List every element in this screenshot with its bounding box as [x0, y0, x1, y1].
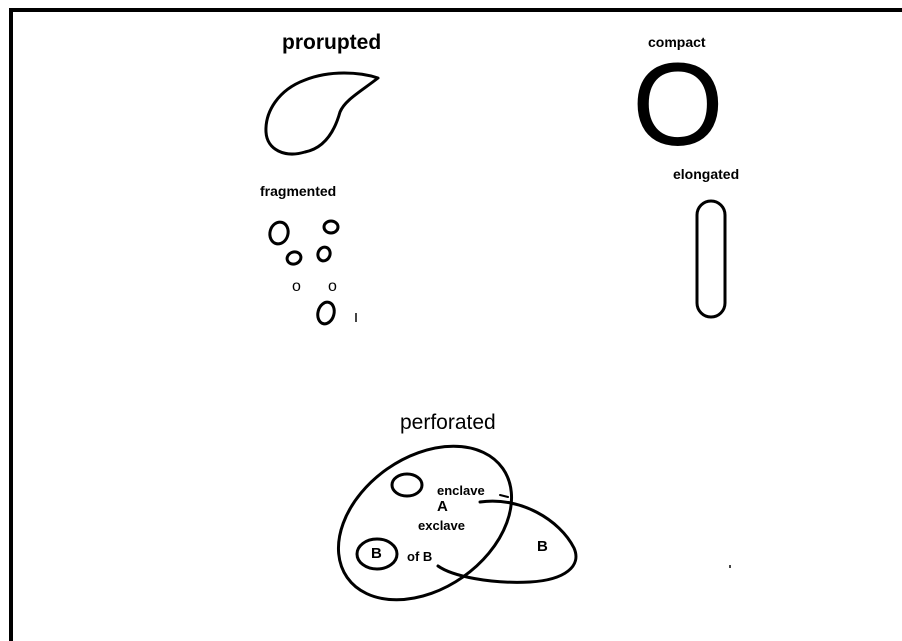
- fragment-shape-5: [315, 300, 336, 325]
- prorupted-shape: [266, 73, 378, 154]
- state-b-label: B: [537, 538, 548, 555]
- perforated-label: perforated: [400, 411, 496, 435]
- stray-mark-1: [355, 313, 357, 322]
- state-a-label: A: [437, 498, 448, 515]
- fragment-shape-2: [324, 221, 338, 233]
- stray-mark-2: [729, 565, 731, 568]
- fragment-shape-4: [316, 245, 332, 262]
- fragment-small-o-1: o: [292, 278, 301, 296]
- enclave-leader-line: [500, 495, 508, 497]
- enclave-shape: [392, 474, 422, 496]
- fragment-shape-3: [285, 250, 302, 266]
- exclave-b-label: B: [371, 545, 382, 562]
- state-b-shape: [438, 501, 576, 582]
- fragment-small-o-2: o: [328, 278, 337, 296]
- compact-shape-glyph: O: [632, 46, 724, 164]
- exclave-label: exclave: [418, 518, 465, 533]
- elongated-label: elongated: [673, 166, 739, 182]
- of-b-label: of B: [407, 549, 432, 564]
- enclave-label: enclave: [437, 483, 485, 498]
- elongated-shape: [697, 201, 725, 317]
- fragmented-label: fragmented: [260, 183, 336, 199]
- prorupted-label: prorupted: [282, 31, 381, 55]
- fragment-shape-1: [267, 220, 290, 246]
